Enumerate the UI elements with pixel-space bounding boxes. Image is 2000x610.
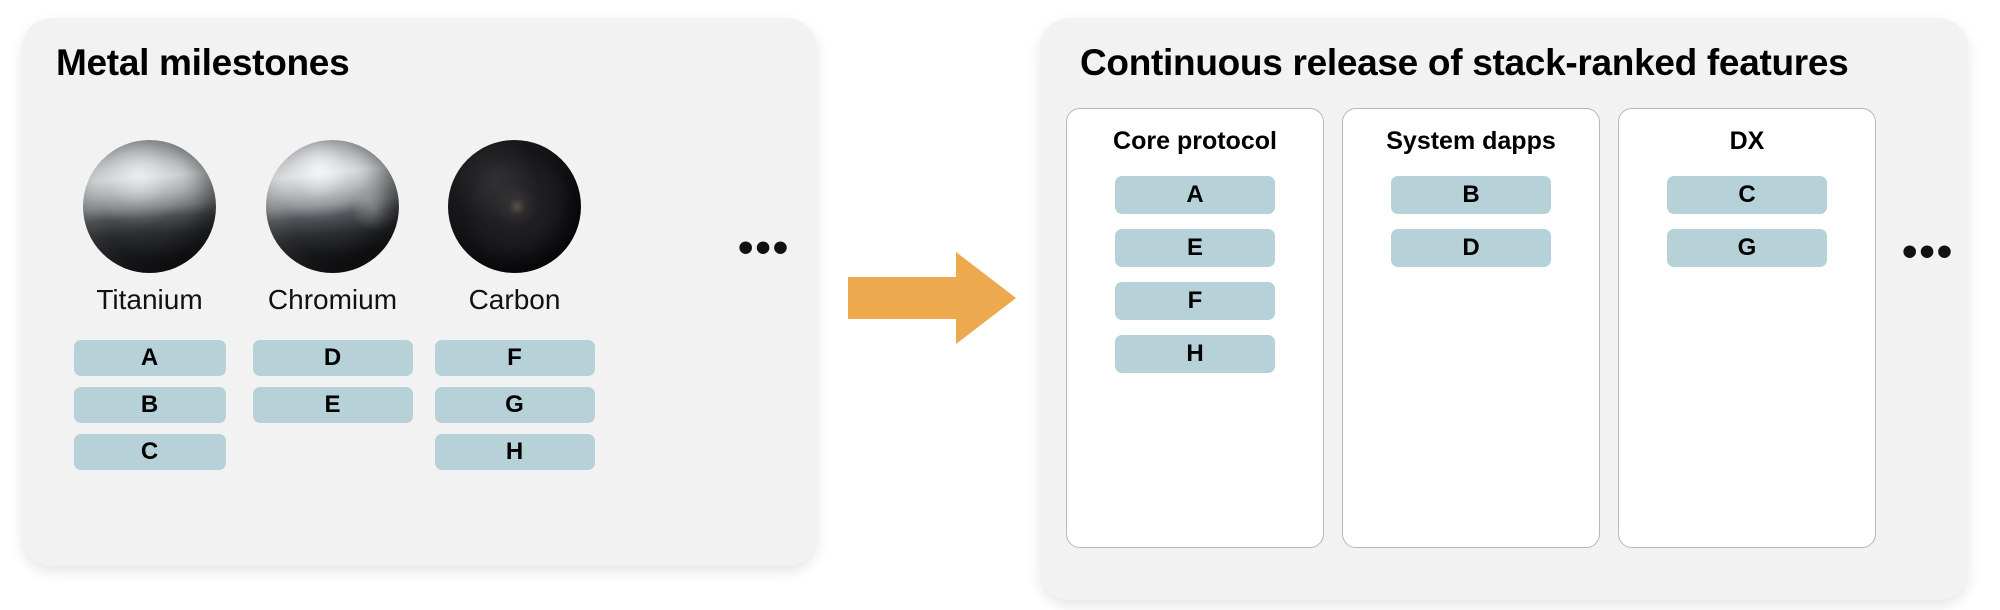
- feature-badge[interactable]: H: [434, 434, 595, 470]
- group-badge-stack-core-protocol: A E F H: [1067, 176, 1323, 373]
- metal-label-titanium: Titanium: [96, 284, 203, 315]
- left-panel-title: Metal milestones: [56, 42, 350, 83]
- feature-badge[interactable]: H: [1115, 335, 1275, 373]
- feature-badge[interactable]: B: [1391, 176, 1551, 214]
- group-title: System dapps: [1386, 127, 1556, 155]
- group-badge-stack-system-dapps: B D: [1343, 176, 1599, 267]
- metal-milestones-panel: Metal milestones Titanium A B C Chromium…: [22, 18, 817, 566]
- feature-badge[interactable]: G: [434, 387, 595, 423]
- carbon-sphere-icon: [448, 139, 581, 273]
- feature-badge[interactable]: C: [73, 434, 226, 470]
- feature-badge[interactable]: B: [73, 387, 226, 423]
- more-metals-ellipsis-icon: •••: [738, 223, 791, 272]
- feature-badge[interactable]: F: [1115, 282, 1275, 320]
- feature-badge[interactable]: F: [434, 340, 595, 376]
- metal-label-chromium: Chromium: [267, 284, 398, 315]
- chromium-sphere-wrap: [235, 136, 430, 276]
- feature-badge-stack-titanium: A B C: [52, 340, 247, 470]
- titanium-sphere-icon: [83, 139, 216, 273]
- feature-badge[interactable]: A: [1115, 176, 1275, 214]
- feature-badge-stack-carbon: F G H: [417, 340, 612, 470]
- feature-badge[interactable]: D: [252, 340, 413, 376]
- right-panel-title: Continuous release of stack-ranked featu…: [1080, 42, 1849, 83]
- group-card-dx: DX C G: [1618, 108, 1876, 548]
- carbon-sphere-wrap: [417, 136, 612, 276]
- feature-badge[interactable]: D: [1391, 229, 1551, 267]
- right-arrow-icon: [848, 252, 1016, 344]
- continuous-release-panel: Continuous release of stack-ranked featu…: [1040, 18, 1968, 600]
- group-badge-stack-dx: C G: [1619, 176, 1875, 267]
- metal-column-titanium: Titanium A B C: [52, 136, 247, 470]
- feature-badge[interactable]: A: [73, 340, 226, 376]
- chromium-sphere-icon: [266, 139, 399, 273]
- metal-column-carbon: Carbon F G H: [417, 136, 612, 470]
- metal-column-chromium: Chromium D E: [235, 136, 430, 423]
- titanium-sphere-wrap: [52, 136, 247, 276]
- feature-badge[interactable]: C: [1667, 176, 1827, 214]
- metal-label-carbon: Carbon: [468, 284, 561, 315]
- feature-badge[interactable]: E: [1115, 229, 1275, 267]
- feature-badge[interactable]: G: [1667, 229, 1827, 267]
- feature-badge[interactable]: E: [252, 387, 413, 423]
- feature-badge-stack-chromium: D E: [235, 340, 430, 423]
- group-card-system-dapps: System dapps B D: [1342, 108, 1600, 548]
- group-card-core-protocol: Core protocol A E F H: [1066, 108, 1324, 548]
- group-title: Core protocol: [1113, 127, 1277, 155]
- group-title: DX: [1729, 127, 1765, 155]
- more-groups-ellipsis-icon: •••: [1902, 227, 1955, 276]
